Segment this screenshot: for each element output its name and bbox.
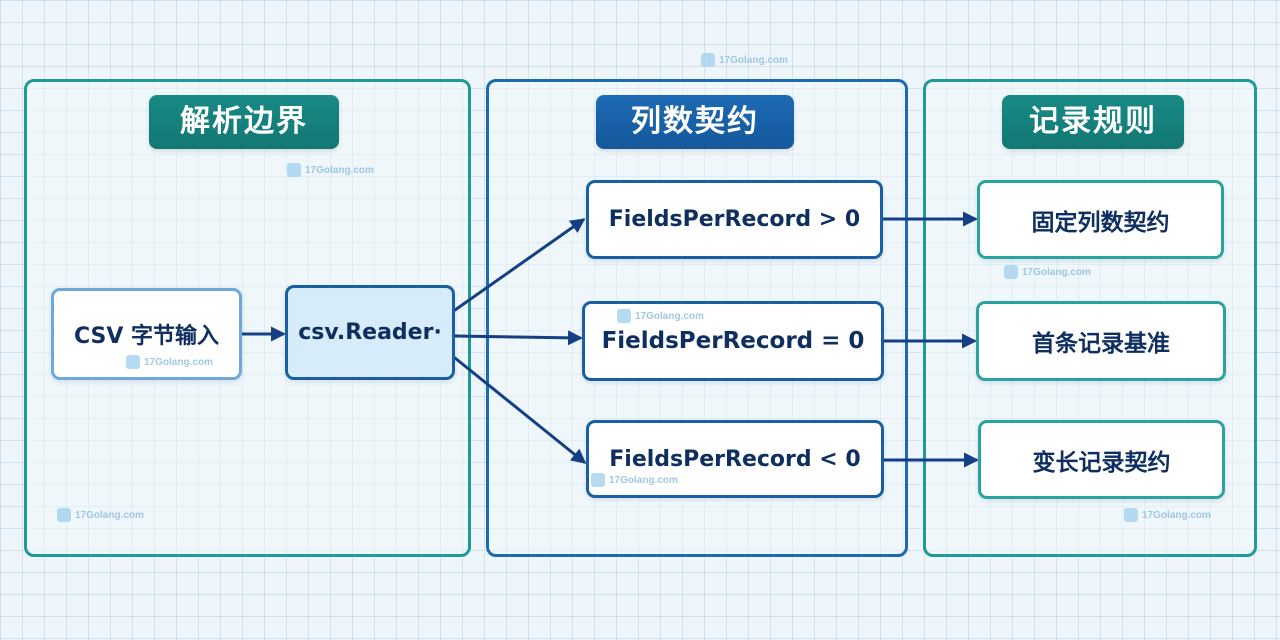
watermark: 17Golang.com	[591, 473, 678, 487]
node-first-record-baseline: 首条记录基准	[976, 301, 1226, 381]
watermark-logo-icon	[591, 473, 605, 487]
watermark-logo-icon	[126, 355, 140, 369]
node-csv-byte-input: CSV 字节输入	[51, 288, 242, 380]
watermark-text: 17Golang.com	[719, 54, 788, 66]
watermark-logo-icon	[701, 53, 715, 67]
watermark: 17Golang.com	[701, 53, 788, 67]
watermark-text: 17Golang.com	[75, 509, 144, 521]
watermark: 17Golang.com	[126, 355, 213, 369]
watermark: 17Golang.com	[1004, 265, 1091, 279]
node-csv-reader: csv.Reader·	[285, 285, 455, 380]
watermark-text: 17Golang.com	[144, 356, 213, 368]
watermark: 17Golang.com	[57, 508, 144, 522]
watermark-text: 17Golang.com	[635, 310, 704, 322]
node-fields-per-record-eq-zero: FieldsPerRecord = 0	[582, 301, 884, 381]
node-fixed-column-contract: 固定列数契约	[977, 180, 1224, 259]
watermark-logo-icon	[1004, 265, 1018, 279]
watermark-text: 17Golang.com	[1022, 266, 1091, 278]
panel-title-record-rules: 记录规则	[1002, 95, 1184, 149]
node-fields-per-record-lt-zero: FieldsPerRecord < 0	[586, 420, 884, 498]
watermark-text: 17Golang.com	[305, 164, 374, 176]
watermark-logo-icon	[57, 508, 71, 522]
panel-title-parse-boundary: 解析边界	[149, 95, 339, 149]
watermark-logo-icon	[287, 163, 301, 177]
watermark: 17Golang.com	[287, 163, 374, 177]
panel-title-column-contract: 列数契约	[596, 95, 794, 149]
watermark-text: 17Golang.com	[609, 474, 678, 486]
node-variable-record-contract: 变长记录契约	[978, 420, 1225, 499]
watermark-logo-icon	[1124, 508, 1138, 522]
node-fields-per-record-gt-zero: FieldsPerRecord > 0	[586, 180, 883, 259]
watermark-text: 17Golang.com	[1142, 509, 1211, 521]
watermark: 17Golang.com	[617, 309, 704, 323]
watermark-logo-icon	[617, 309, 631, 323]
watermark: 17Golang.com	[1124, 508, 1211, 522]
